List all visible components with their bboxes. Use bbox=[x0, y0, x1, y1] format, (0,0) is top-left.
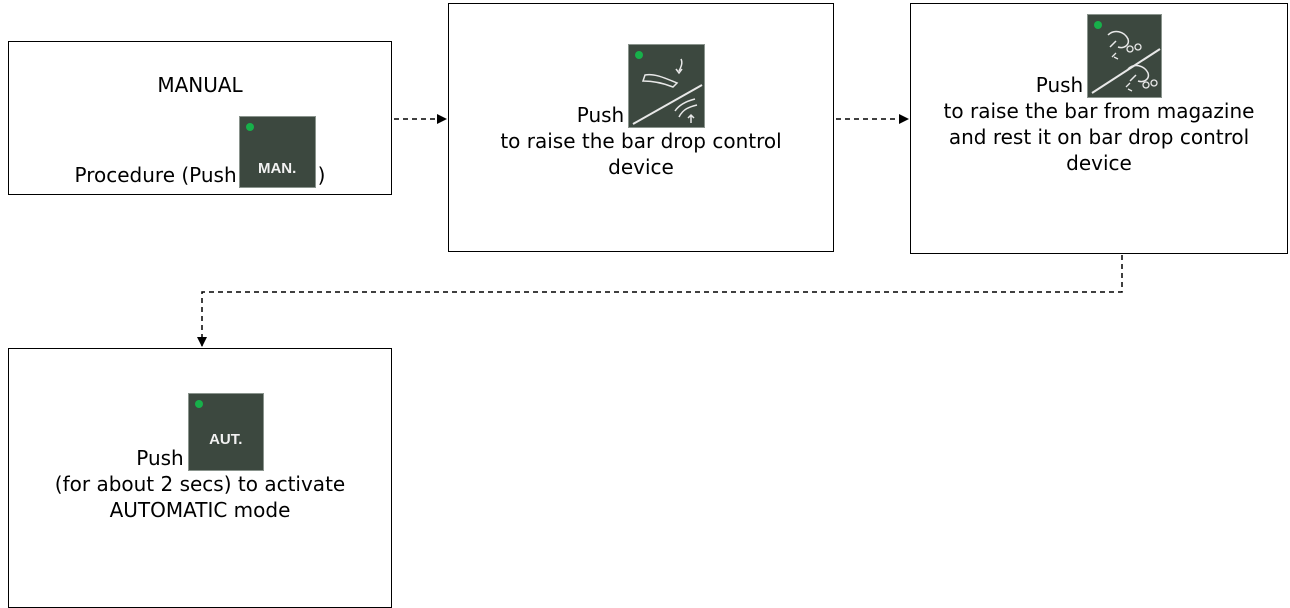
magazine-raise-key-button[interactable] bbox=[1087, 14, 1163, 98]
arrow-step2-to-auto bbox=[197, 255, 1123, 347]
aut-key-led-icon bbox=[194, 400, 203, 408]
man-key-led-icon bbox=[245, 123, 254, 131]
bar-drop-raise-icon bbox=[632, 58, 703, 125]
step2-description: to raise the bar from magazine and rest … bbox=[943, 99, 1255, 175]
step-raise-bar-magazine-box: Push to raise the bar from magazine and … bbox=[910, 3, 1288, 254]
step2-push-label: Push bbox=[1035, 73, 1084, 97]
man-key-button[interactable]: MAN. bbox=[238, 116, 316, 188]
manual-procedure-box: MANUAL Procedure (Push MAN.) bbox=[8, 41, 392, 195]
manual-procedure-close: ) bbox=[317, 163, 326, 187]
bar-drop-key-led-icon bbox=[635, 51, 644, 59]
step1-description: to raise the bar drop control device bbox=[500, 129, 782, 179]
step-activate-automatic-box: Push AUT. (for about 2 secs) to activate … bbox=[8, 348, 392, 608]
man-key-label: MAN. bbox=[257, 160, 297, 177]
aut-key-button[interactable]: AUT. bbox=[187, 393, 264, 471]
bar-drop-raise-key-button[interactable] bbox=[628, 44, 706, 128]
step1-push-label: Push bbox=[576, 103, 625, 127]
step3-description: (for about 2 secs) to activate AUTOMATIC… bbox=[54, 472, 346, 522]
manual-procedure-line: Procedure (Push MAN.) bbox=[9, 116, 391, 188]
step-raise-bar-drop-box: Push to raise the bar drop control devic… bbox=[448, 3, 834, 252]
step3-push-label: Push bbox=[136, 446, 184, 470]
magazine-raise-icon bbox=[1091, 30, 1161, 94]
manual-title: MANUAL bbox=[157, 73, 243, 97]
magazine-key-led-icon bbox=[1094, 21, 1103, 29]
manual-procedure-text: Procedure (Push bbox=[74, 163, 237, 187]
aut-key-label: AUT. bbox=[209, 431, 243, 448]
